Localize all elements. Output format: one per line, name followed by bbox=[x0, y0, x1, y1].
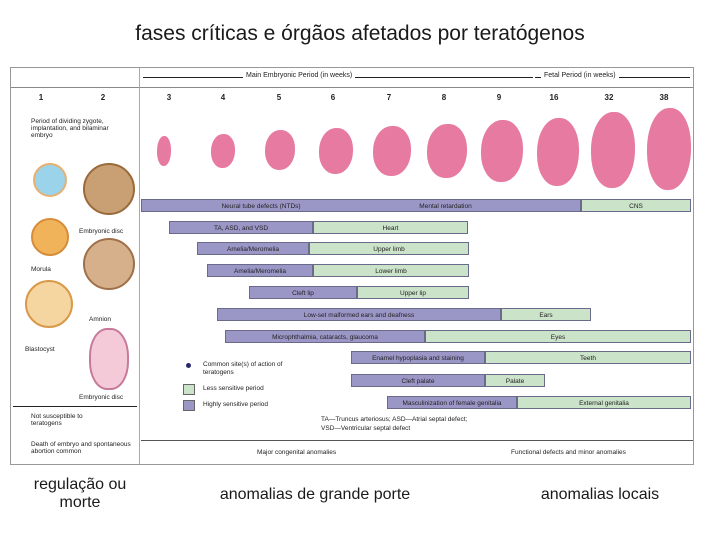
bar-eye-defects: Microphthalmia, cataracts, glaucoma bbox=[225, 330, 425, 343]
header-divider bbox=[11, 87, 693, 88]
amnion-label: Amnion bbox=[89, 316, 112, 323]
major-anomalies-label: Major congenital anomalies bbox=[257, 449, 337, 456]
functional-defects-label: Functional defects and minor anomalies bbox=[511, 449, 626, 456]
bar-label: Eyes bbox=[550, 334, 566, 341]
legend-low-swatch bbox=[183, 384, 195, 395]
fetus-week-38 bbox=[647, 108, 691, 190]
bilaminar-illustration bbox=[83, 238, 135, 290]
bar-label: CNS bbox=[629, 203, 643, 210]
bar-label: Amelia/Meromelia bbox=[226, 246, 280, 253]
fetal-period-label: Fetal Period (in weeks) bbox=[541, 72, 619, 79]
bar-label: Enamel hypoplasia and staining bbox=[372, 355, 464, 362]
not-susceptible-line bbox=[13, 406, 137, 407]
week-number: 4 bbox=[220, 93, 226, 102]
bar-teeth: Teeth bbox=[485, 351, 691, 364]
bar-label: Mental retardation bbox=[419, 203, 472, 210]
bar-eyes: Eyes bbox=[425, 330, 691, 343]
bar-label: Upper limb bbox=[373, 246, 405, 253]
bar-upper-limb: Upper limb bbox=[309, 242, 469, 255]
caption-right: anomalias locais bbox=[540, 486, 660, 503]
embryo-week-4 bbox=[211, 134, 235, 168]
period-text: Period of dividing zygote, implantation,… bbox=[31, 118, 109, 139]
bar-amelia-upper: Amelia/Meromelia bbox=[197, 242, 309, 255]
embryonic-disc-illustration bbox=[89, 328, 129, 390]
bar-enamel: Enamel hypoplasia and staining bbox=[351, 351, 485, 364]
week-number: 3 bbox=[166, 93, 172, 102]
bar-label: External genitalia bbox=[579, 400, 629, 407]
bar-ta-asd-vsd: TA, ASD, and VSD bbox=[169, 221, 313, 234]
legend-dot-label: Common site(s) of action of teratogens bbox=[203, 361, 283, 376]
pre-embryonic-column: Period of dividing zygote, implantation,… bbox=[11, 68, 140, 464]
week-number: 16 bbox=[549, 93, 559, 102]
bar-upper-lip: Upper lip bbox=[357, 286, 469, 299]
abbrev-note-2: VSD—Ventricular septal defect bbox=[321, 425, 411, 432]
bar-cleft-lip: Cleft lip bbox=[249, 286, 357, 299]
embryo-week-8 bbox=[427, 124, 467, 178]
week-number: 2 bbox=[100, 93, 106, 102]
bar-label: Low-set malformed ears and deafness bbox=[303, 312, 415, 319]
abbrev-note-1: TA—Truncus arteriosus; ASD—Atrial septal… bbox=[321, 416, 468, 423]
legend-low-label: Less sensitive period bbox=[203, 385, 264, 392]
embryo-week-7 bbox=[373, 126, 411, 176]
bottom-divider bbox=[141, 440, 693, 441]
bar-cleft-palate: Cleft palate bbox=[351, 374, 485, 387]
bar-label: TA, ASD, and VSD bbox=[213, 225, 269, 232]
bar-external-genitalia: External genitalia bbox=[517, 396, 691, 409]
bar-ears: Ears bbox=[501, 308, 591, 321]
legend: Common site(s) of action of teratogens L… bbox=[177, 360, 317, 420]
bar-label: Masculinization of female genitalia bbox=[402, 400, 502, 407]
not-susceptible-label: Not susceptible to teratogens bbox=[31, 413, 83, 427]
caption-left: regulação ou morte bbox=[33, 476, 127, 511]
fetus-week-16 bbox=[537, 118, 579, 186]
legend-high-swatch bbox=[183, 400, 195, 411]
bar-label: Cleft lip bbox=[292, 290, 314, 297]
bar-label: Cleft palate bbox=[401, 378, 435, 385]
embryo-week-3 bbox=[157, 136, 171, 166]
embryonic-disc-label: Embryonic disc bbox=[79, 228, 124, 235]
page-title: fases críticas e órgãos afetados por ter… bbox=[135, 22, 585, 45]
bar-label: Neural tube defects (NTDs) bbox=[221, 203, 301, 210]
caption-middle: anomalias de grande porte bbox=[219, 486, 411, 503]
week-number: 6 bbox=[330, 93, 336, 102]
blastocyst-illustration bbox=[25, 280, 73, 328]
morula-illustration bbox=[31, 218, 69, 256]
week-number: 38 bbox=[659, 93, 669, 102]
bar-palate: Palate bbox=[485, 374, 545, 387]
bar-lower-limb: Lower limb bbox=[313, 264, 469, 277]
bar-ears-defects: Low-set malformed ears and deafness bbox=[217, 308, 501, 321]
bar-label: Upper lip bbox=[399, 290, 426, 297]
bar-label: Heart bbox=[382, 225, 399, 232]
death-text: Death of embryo and spontaneous abortion… bbox=[31, 441, 131, 455]
bar-label: Amelia/Meromelia bbox=[233, 268, 287, 275]
fetus-week-9 bbox=[481, 120, 523, 182]
blastocyst-label: Blastocyst bbox=[25, 346, 55, 353]
legend-high-label: Highly sensitive period bbox=[203, 401, 269, 408]
fetus-week-32 bbox=[591, 112, 635, 188]
bar-label: Microphthalmia, cataracts, glaucoma bbox=[272, 334, 378, 341]
teratogen-chart: Main Embryonic Period (in weeks) Fetal P… bbox=[10, 67, 694, 465]
bar-label: Palate bbox=[505, 378, 525, 385]
morula-label: Morula bbox=[31, 266, 51, 273]
bar-masculinization: Masculinization of female genitalia bbox=[387, 396, 517, 409]
zygote-illustration bbox=[33, 163, 67, 197]
bar-label: Ears bbox=[539, 312, 553, 319]
embryonic-period-label: Main Embryonic Period (in weeks) bbox=[243, 72, 356, 79]
week-number: 1 bbox=[38, 93, 44, 102]
implantation-illustration bbox=[83, 163, 135, 215]
week-number: 32 bbox=[604, 93, 614, 102]
bar-heart: Heart bbox=[313, 221, 468, 234]
week-number: 7 bbox=[386, 93, 392, 102]
bar-cns: CNS bbox=[581, 199, 691, 212]
bar-label: Teeth bbox=[580, 355, 596, 362]
embryonic-disc-label-2: Embryonic disc bbox=[79, 394, 124, 401]
bar-label: Lower limb bbox=[375, 268, 407, 275]
bar-amelia-lower: Amelia/Meromelia bbox=[207, 264, 313, 277]
week-number: 9 bbox=[496, 93, 502, 102]
week-number: 5 bbox=[276, 93, 282, 102]
legend-dot-icon bbox=[186, 363, 191, 368]
week-number: 8 bbox=[441, 93, 447, 102]
embryo-week-5 bbox=[265, 130, 295, 170]
embryo-week-6 bbox=[319, 128, 353, 174]
bar-mental-retardation: Mental retardation bbox=[311, 199, 581, 212]
